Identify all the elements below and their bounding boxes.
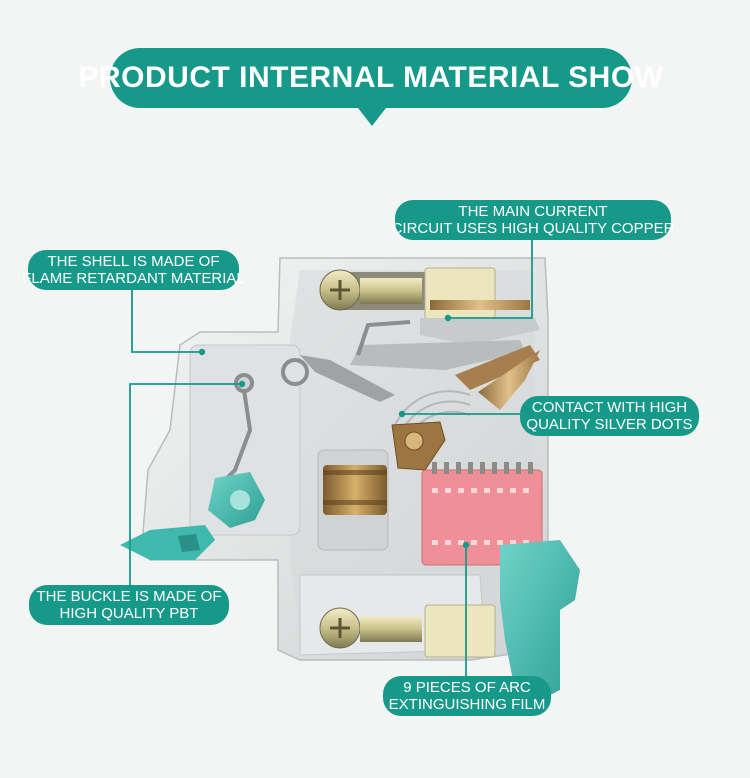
callout-arc: 9 PIECES OF ARC EXTINGUISHING FILM — [383, 676, 551, 716]
callout-buckle: THE BUCKLE IS MADE OF HIGH QUALITY PBT — [29, 585, 229, 625]
page-title-text: PRODUCT INTERNAL MATERIAL SHOW — [78, 61, 664, 94]
contact-arm — [300, 340, 540, 410]
top-terminal — [319, 267, 540, 345]
arc-chamber — [421, 462, 543, 566]
callout-silver-line2: QUALITY SILVER DOTS — [526, 416, 693, 433]
callout-buckle-line2: HIGH QUALITY PBT — [59, 605, 199, 622]
callout-shell-line1: THE SHELL IS MADE OF — [47, 253, 220, 270]
callout-buckle-line1: THE BUCKLE IS MADE OF — [36, 588, 222, 605]
leader-shell — [131, 288, 202, 353]
silver-contact — [391, 421, 446, 471]
title-pointer — [355, 104, 389, 126]
leader-buckle — [129, 383, 242, 585]
leader-copper — [448, 240, 533, 319]
bottom-terminal — [299, 574, 496, 658]
callout-silver-line1: CONTACT WITH HIGH — [531, 399, 688, 416]
callout-arc-line1: 9 PIECES OF ARC — [403, 679, 531, 696]
trip-coil — [323, 465, 387, 515]
din-clip — [500, 540, 580, 700]
callout-copper: THE MAIN CURRENT CIRCUIT USES HIGH QUALI… — [392, 200, 674, 240]
callout-shell-line2: FLAME RETARDANT MATERIAL — [22, 270, 245, 287]
trip-mechanism — [213, 320, 411, 492]
callout-copper-line2: CIRCUIT USES HIGH QUALITY COPPER — [391, 220, 675, 237]
page-title: PRODUCT INTERNAL MATERIAL SHOW — [79, 48, 663, 108]
callout-silver: CONTACT WITH HIGH QUALITY SILVER DOTS — [520, 396, 699, 436]
buckle — [120, 472, 265, 560]
leader-lines — [129, 240, 533, 686]
leader-dots — [198, 314, 470, 549]
callout-copper-line1: THE MAIN CURRENT — [458, 203, 608, 220]
callout-shell: THE SHELL IS MADE OF FLAME RETARDANT MAT… — [22, 250, 245, 290]
callout-arc-line2: EXTINGUISHING FILM — [388, 696, 546, 713]
